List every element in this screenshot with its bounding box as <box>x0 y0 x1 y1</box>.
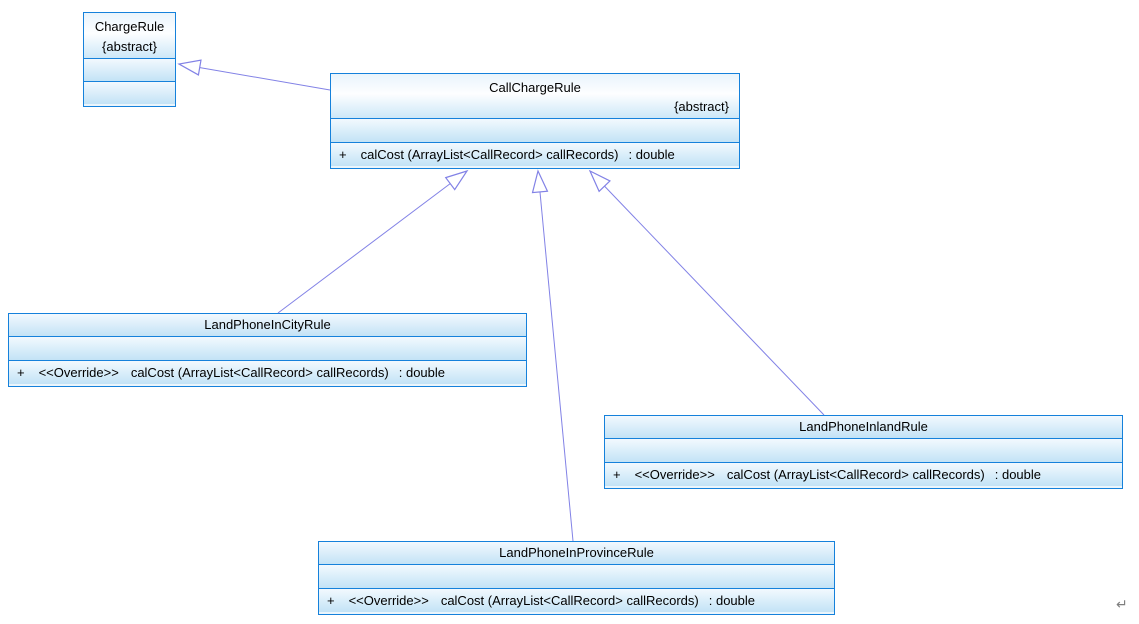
attributes-compartment <box>331 118 739 142</box>
method-signature: calCost (ArrayList<CallRecord> callRecor… <box>726 466 985 482</box>
method-visibility: + <box>339 146 347 162</box>
class-name: ChargeRule <box>94 19 165 34</box>
method-return-type: : double <box>628 146 675 162</box>
methods-compartment <box>84 81 175 104</box>
class-name: LandPhoneInCityRule <box>204 317 331 332</box>
methods-compartment: + <<Override>> calCost (ArrayList<CallRe… <box>9 360 526 384</box>
class-box-landphoneincityrule: LandPhoneInCityRule + <<Override>> calCo… <box>8 313 527 387</box>
methods-compartment: + calCost (ArrayList<CallRecord> callRec… <box>331 142 739 166</box>
title-compartment: LandPhoneInlandRule <box>605 416 1122 438</box>
title-compartment: LandPhoneInProvinceRule <box>319 542 834 564</box>
edge-landphoneinlandrule-to-callchargerule <box>588 169 825 416</box>
class-box-landphoneinlandrule: LandPhoneInlandRule + <<Override>> calCo… <box>604 415 1123 489</box>
abstract-tag: {abstract} <box>674 99 729 114</box>
method-visibility: + <box>17 364 25 380</box>
method-visibility: + <box>613 466 621 482</box>
edge-landphoneincityrule-to-callchargerule <box>277 169 469 314</box>
abstract-tag: {abstract} <box>102 39 157 54</box>
method-signature: calCost (ArrayList<CallRecord> callRecor… <box>360 146 619 162</box>
edge-landphoneinprovincerule-to-callchargerule <box>531 169 574 542</box>
class-box-callchargerule: CallChargeRule {abstract} + calCost (Arr… <box>330 73 740 169</box>
methods-compartment: + <<Override>> calCost (ArrayList<CallRe… <box>319 588 834 612</box>
methods-compartment: + <<Override>> calCost (ArrayList<CallRe… <box>605 462 1122 486</box>
class-box-chargerule: ChargeRule {abstract} <box>83 12 176 107</box>
attributes-compartment <box>605 438 1122 462</box>
attributes-compartment <box>319 564 834 588</box>
edge-callchargerule-to-chargerule <box>177 59 331 91</box>
method-stereotype: <<Override>> <box>634 466 715 482</box>
paragraph-return-mark: ↵ <box>1116 596 1128 612</box>
method-return-type: : double <box>994 466 1041 482</box>
class-name: LandPhoneInlandRule <box>799 419 928 434</box>
method-stereotype: <<Override>> <box>348 592 429 608</box>
attributes-compartment <box>9 336 526 360</box>
method-signature: calCost (ArrayList<CallRecord> callRecor… <box>440 592 699 608</box>
method-stereotype: <<Override>> <box>38 364 119 380</box>
title-compartment: ChargeRule {abstract} <box>84 13 175 58</box>
title-compartment: CallChargeRule {abstract} <box>331 74 739 118</box>
class-name: LandPhoneInProvinceRule <box>499 545 654 560</box>
class-name: CallChargeRule <box>489 80 581 95</box>
method-visibility: + <box>327 592 335 608</box>
class-box-landphoneinprovincerule: LandPhoneInProvinceRule + <<Override>> c… <box>318 541 835 615</box>
title-compartment: LandPhoneInCityRule <box>9 314 526 336</box>
attributes-compartment <box>84 58 175 81</box>
method-return-type: : double <box>708 592 755 608</box>
method-signature: calCost (ArrayList<CallRecord> callRecor… <box>130 364 389 380</box>
method-return-type: : double <box>398 364 445 380</box>
